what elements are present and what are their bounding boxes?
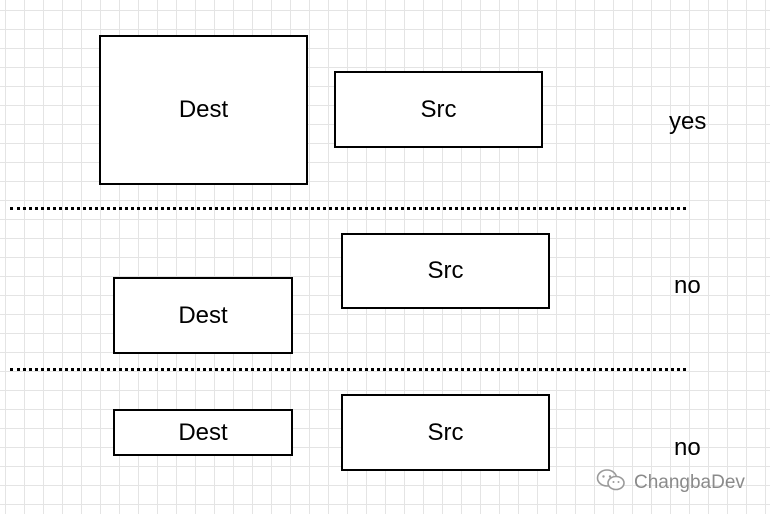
dest-label: Dest bbox=[178, 301, 228, 329]
dest-label: Dest bbox=[178, 96, 229, 123]
answer-row-1: yes bbox=[669, 108, 707, 135]
src-label: Src bbox=[420, 95, 457, 123]
watermark-text: ChangbaDev bbox=[634, 472, 745, 493]
dest-box-row-3: Dest bbox=[113, 409, 293, 456]
divider-2 bbox=[10, 368, 686, 371]
wechat-icon bbox=[596, 468, 626, 498]
src-label: Src bbox=[427, 418, 464, 446]
dest-label: Dest bbox=[178, 418, 228, 446]
src-label: Src bbox=[427, 257, 464, 284]
src-box-row-3: Src bbox=[341, 394, 550, 471]
dest-box-row-1: Dest bbox=[99, 35, 308, 185]
watermark: ChangbaDev bbox=[596, 468, 745, 498]
answer-row-2: no bbox=[674, 272, 701, 299]
divider-1 bbox=[10, 207, 686, 210]
src-box-row-1: Src bbox=[334, 71, 543, 148]
answer-row-3: no bbox=[674, 434, 701, 461]
dest-box-row-2: Dest bbox=[113, 277, 293, 354]
src-box-row-2: Src bbox=[341, 233, 550, 309]
